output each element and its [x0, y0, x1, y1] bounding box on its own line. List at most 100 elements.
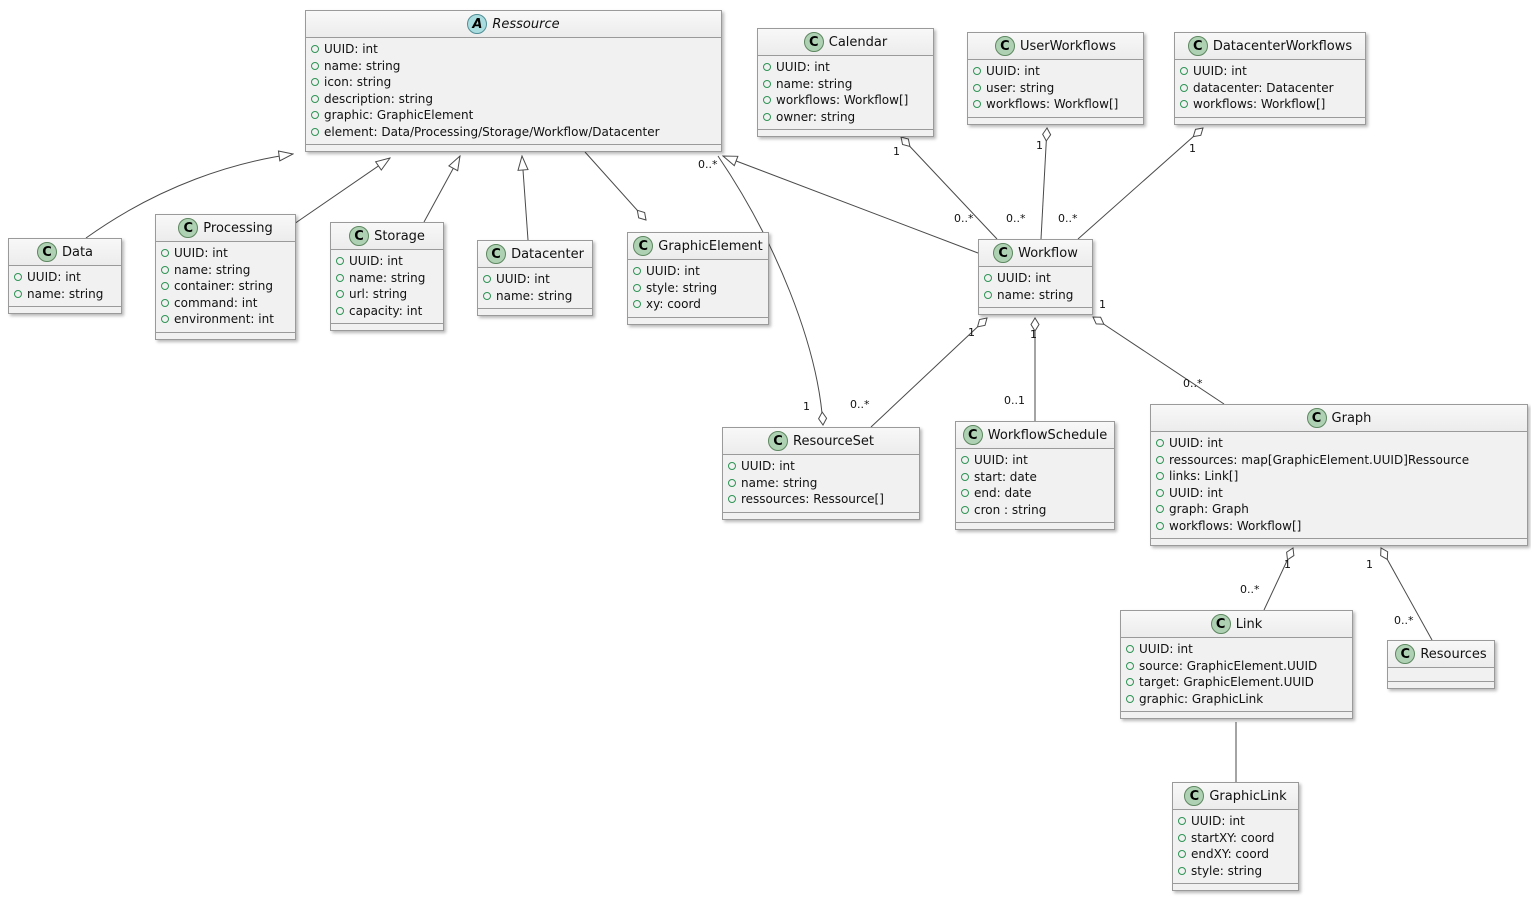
- attribute-text: UUID: int: [1169, 436, 1223, 450]
- field-visibility-icon: [1178, 833, 1186, 842]
- class-graph-attributes: UUID: int ressources: map[GraphicElement.…: [1151, 432, 1527, 539]
- field-visibility-icon: [1180, 83, 1188, 92]
- class-icon: C: [486, 244, 507, 264]
- attribute-row: ressources: map[GraphicElement.UUID]Ress…: [1156, 452, 1519, 469]
- attribute-text: name: string: [174, 262, 251, 277]
- abstract-class-icon: A: [467, 14, 488, 34]
- attribute-row: UUID: int: [1156, 435, 1519, 452]
- field-visibility-icon: [1126, 645, 1134, 654]
- class-resourceset-header: C ResourceSet: [723, 428, 919, 455]
- attribute-text: style: string: [646, 280, 718, 295]
- attribute-text: UUID: int: [986, 64, 1040, 78]
- field-visibility-icon: [1156, 455, 1164, 464]
- class-icon: C: [633, 236, 654, 256]
- class-icon: C: [962, 425, 983, 445]
- class-name: ResourceSet: [793, 434, 874, 449]
- attribute-text: UUID: int: [776, 60, 830, 74]
- class-workflow-header: C Workflow: [979, 240, 1092, 267]
- class-icon: C: [768, 431, 789, 451]
- edge-workflow-datacenterworkflows-aggregation: [1077, 127, 1204, 240]
- attribute-row: user: string: [973, 80, 1135, 97]
- class-datacenter-methods: [478, 309, 592, 315]
- multiplicity-label: 0..*: [1058, 212, 1078, 225]
- attribute-text: name: string: [741, 475, 818, 490]
- field-visibility-icon: [311, 45, 319, 54]
- field-visibility-icon: [728, 462, 736, 471]
- field-visibility-icon: [336, 257, 344, 266]
- attribute-text: command: int: [174, 295, 258, 310]
- attribute-row: command: int: [161, 295, 287, 312]
- attribute-text: UUID: int: [1169, 485, 1223, 500]
- class-icon: C: [1187, 36, 1208, 56]
- field-visibility-icon: [311, 78, 319, 87]
- attribute-text: xy: coord: [646, 297, 701, 311]
- field-visibility-icon: [763, 79, 771, 88]
- field-visibility-icon: [1156, 521, 1164, 530]
- attribute-row: style: string: [633, 280, 760, 297]
- attribute-text: name: string: [324, 58, 401, 73]
- attribute-text: UUID: int: [496, 272, 550, 286]
- attribute-row: style: string: [1178, 863, 1290, 880]
- multiplicity-label: 0..*: [1183, 377, 1203, 390]
- class-name: Processing: [203, 221, 273, 236]
- class-data-methods: [9, 307, 121, 313]
- class-name: GraphicLink: [1209, 789, 1287, 804]
- attribute-text: UUID: int: [27, 270, 81, 284]
- class-processing-methods: [156, 333, 295, 339]
- attribute-text: ressources: map[GraphicElement.UUID]Ress…: [1169, 452, 1470, 467]
- attribute-text: UUID: int: [741, 459, 795, 473]
- field-visibility-icon: [984, 274, 992, 283]
- class-icon: C: [1184, 786, 1205, 806]
- attribute-row: UUID: int: [161, 245, 287, 262]
- class-name: Resources: [1420, 647, 1487, 662]
- edge-workflow-extends-ressource: [723, 156, 979, 254]
- attribute-text: user: string: [986, 80, 1055, 95]
- field-visibility-icon: [973, 100, 981, 109]
- class-resources-attributes: [1388, 668, 1494, 682]
- class-icon: C: [178, 218, 199, 238]
- attribute-row: workflows: Workflow[]: [973, 96, 1135, 113]
- attribute-text: icon: string: [324, 75, 392, 89]
- attribute-row: UUID: int: [14, 269, 113, 286]
- field-visibility-icon: [973, 83, 981, 92]
- class-icon: C: [36, 242, 57, 262]
- field-visibility-icon: [961, 472, 969, 481]
- field-visibility-icon: [161, 298, 169, 307]
- field-visibility-icon: [161, 282, 169, 291]
- field-visibility-icon: [763, 63, 771, 72]
- field-visibility-icon: [14, 273, 22, 282]
- class-icon: C: [349, 226, 370, 246]
- attribute-row: graphic: GraphicLink: [1126, 691, 1344, 708]
- attribute-row: datacenter: Datacenter: [1180, 80, 1357, 97]
- class-datacenter-header: C Datacenter: [478, 241, 592, 268]
- attribute-text: style: string: [1191, 863, 1263, 878]
- attribute-text: graph: Graph: [1169, 502, 1249, 516]
- attribute-text: workflows: Workflow[]: [986, 97, 1119, 111]
- class-name: Workflow: [1018, 246, 1078, 261]
- attribute-text: owner: string: [776, 109, 856, 124]
- multiplicity-label: 0..*: [850, 398, 870, 411]
- attribute-row: UUID: int: [1178, 813, 1290, 830]
- attribute-row: workflows: Workflow[]: [1156, 518, 1519, 535]
- class-name: Ressource: [492, 17, 560, 32]
- class-icon: C: [1210, 614, 1231, 634]
- field-visibility-icon: [336, 273, 344, 282]
- field-visibility-icon: [311, 127, 319, 136]
- multiplicity-label: 1: [1030, 328, 1037, 341]
- class-icon: C: [1395, 644, 1416, 664]
- class-link-header: C Link: [1121, 611, 1352, 638]
- attribute-row: workflows: Workflow[]: [1180, 96, 1357, 113]
- field-visibility-icon: [1178, 850, 1186, 859]
- attribute-row: UUID: int: [763, 59, 925, 76]
- field-visibility-icon: [483, 275, 491, 284]
- multiplicity-label: 1: [1189, 142, 1196, 155]
- attribute-text: source: GraphicElement.UUID: [1139, 658, 1318, 673]
